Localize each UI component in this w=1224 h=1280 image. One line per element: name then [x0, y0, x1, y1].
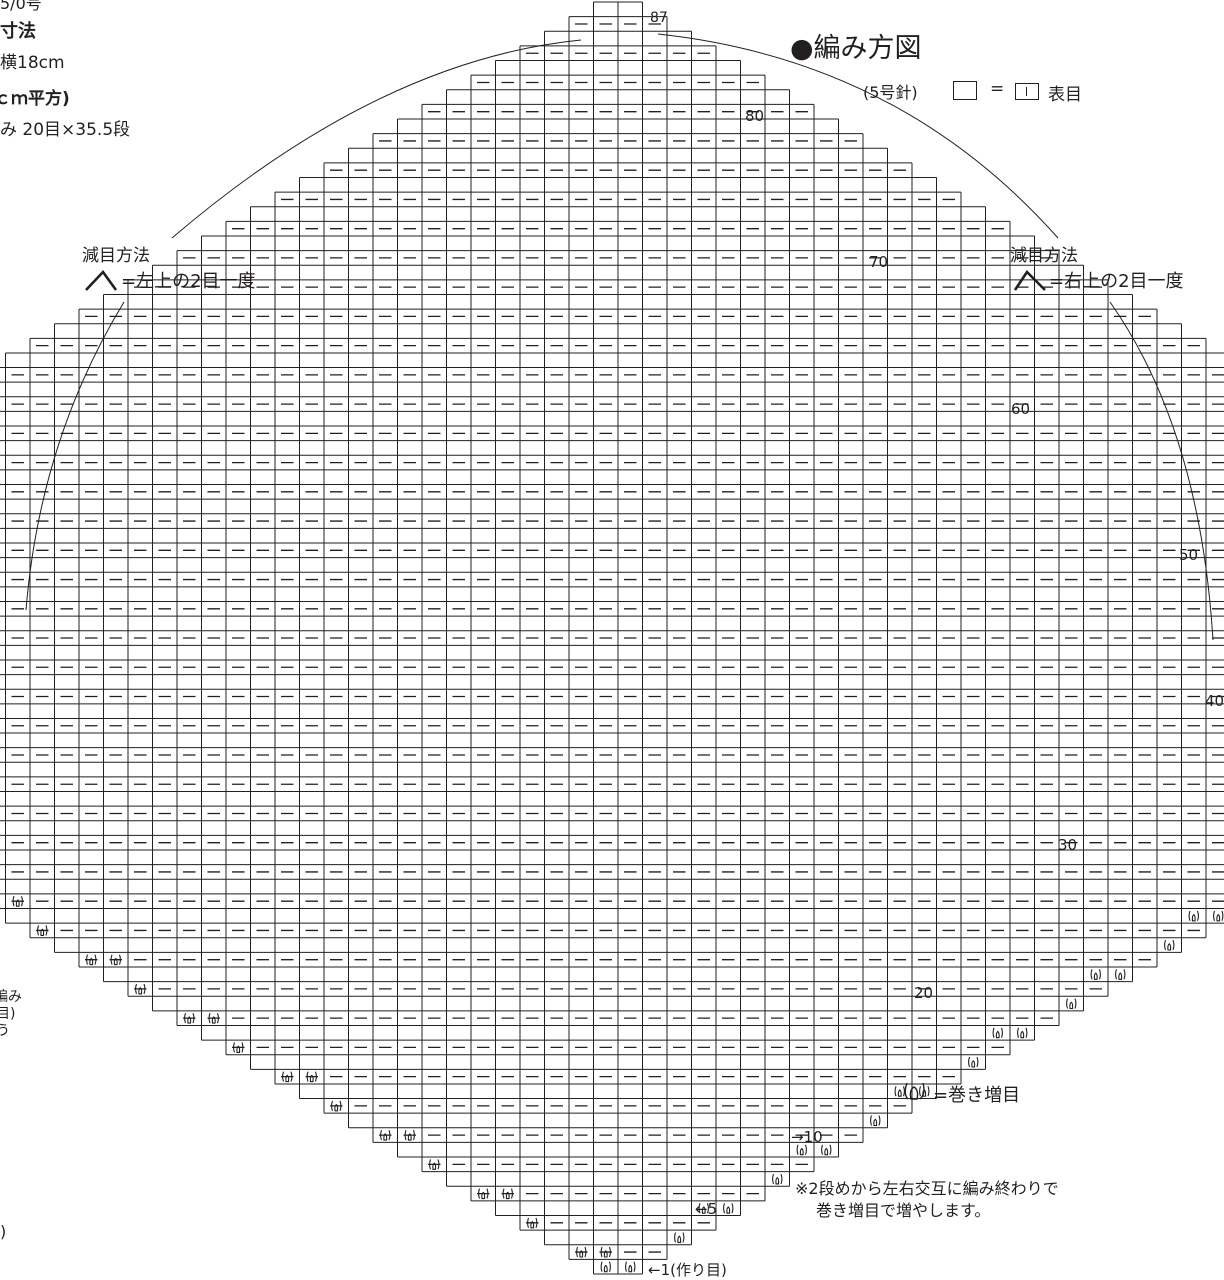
yarnover-mark — [1188, 910, 1199, 922]
k2tog-icon — [85, 269, 118, 291]
gauge-value: み 20目×35.5段 — [0, 120, 131, 140]
increase-note-line1: ※2段めから左右交互に編み終わりで — [795, 1179, 1059, 1198]
yarnover-mark — [502, 1188, 513, 1200]
size-heading: 寸法 — [0, 21, 36, 42]
legend-empty-box — [953, 81, 977, 100]
legend-knit-box — [1015, 83, 1039, 100]
yarnover-mark — [135, 983, 146, 995]
legend-knit-label: 表目 — [1048, 85, 1082, 105]
yarnover-mark — [429, 1159, 440, 1170]
yarnover-mark — [110, 954, 121, 966]
yarnover-mark — [576, 1246, 587, 1258]
yarnover-mark — [625, 1261, 636, 1273]
yarnover-mark — [698, 1203, 709, 1214]
yarnover-mark — [12, 896, 23, 907]
yarnover-mark — [184, 1013, 195, 1024]
yarnover-mark — [600, 1246, 611, 1258]
yarnover-mark — [527, 1217, 538, 1229]
yarnover-mark — [282, 1071, 293, 1083]
row-label-30: 30 — [1058, 836, 1078, 854]
chart-dashes — [11, 23, 1224, 1253]
diagram-title: ●編み方図 — [790, 33, 922, 64]
yarnover-mark — [404, 1130, 415, 1141]
left-cut-line-1: 編み — [0, 989, 22, 1005]
bottom-left-fragment: ) — [0, 1222, 7, 1241]
row-label-87: 87 — [650, 10, 668, 26]
yarnover-mark — [992, 1027, 1003, 1039]
left-cut-line-3: う — [0, 1023, 10, 1039]
row-label-1: ←1(作り目) — [648, 1261, 727, 1279]
size-value: 横18cm — [0, 53, 65, 73]
yarnover-legend-text: =巻き増目 — [933, 1085, 1021, 1106]
increase-note-line2: 巻き増目で増やします。 — [816, 1201, 991, 1220]
yarnover-mark — [919, 1086, 930, 1097]
yarnover-mark — [968, 1056, 979, 1068]
fragment-top: 5/0号 — [0, 0, 42, 13]
yarnover-mark — [1164, 939, 1175, 951]
yarnover-mark — [306, 1071, 317, 1083]
yarnover-mark — [772, 1173, 783, 1185]
right-decrease-text: =右上の2目一度 — [1049, 271, 1184, 292]
gauge-heading: ｃｍ平方) — [0, 89, 70, 109]
yarnover-mark — [894, 1086, 905, 1097]
left-cut-line-2: 目) — [0, 1006, 16, 1022]
yarnover-mark — [821, 1144, 832, 1156]
yarnover-mark — [478, 1188, 489, 1200]
yarnover-mark — [208, 1013, 219, 1024]
yarnover-mark — [796, 1144, 807, 1156]
yarnover-mark — [86, 954, 97, 966]
left-decrease-text: =左上の2目一度 — [121, 271, 256, 292]
yarnover-mark — [1090, 969, 1101, 980]
yarnover-mark — [674, 1232, 685, 1243]
yarnover-mark — [1213, 910, 1224, 922]
yarnover-mark — [233, 1042, 244, 1053]
left-decrease-title: 減目方法 — [82, 246, 150, 266]
row-label-5: ←5 — [695, 1200, 718, 1218]
yarnover-mark — [870, 1115, 881, 1127]
yarnover-mark — [600, 1261, 611, 1273]
yarnover-mark — [1017, 1027, 1028, 1039]
yarnover-mark — [1066, 998, 1077, 1010]
row-label-10: →10 — [791, 1128, 823, 1146]
legend-equals: = — [990, 79, 1005, 99]
yarnover-mark — [1115, 969, 1126, 980]
yarnover-mark — [380, 1130, 391, 1141]
yarnover-mark — [723, 1203, 734, 1214]
yarnover-mark — [331, 1100, 342, 1112]
yarnover-mark — [37, 925, 48, 936]
ssk-icon — [1013, 269, 1046, 291]
